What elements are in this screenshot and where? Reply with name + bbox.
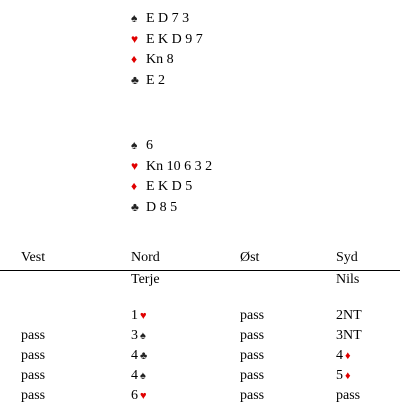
header-nord: Nord xyxy=(131,250,160,265)
bid-syd: 4♦ xyxy=(336,348,351,364)
auction-header: Vest Nord Øst Syd xyxy=(0,250,400,271)
bid-ost: pass xyxy=(240,308,265,323)
bid-syd: pass xyxy=(336,388,361,403)
bid-ost: pass xyxy=(240,368,265,383)
bid-level: 4 xyxy=(336,348,343,363)
north-hearts: ♥ E K D 9 7 xyxy=(131,29,203,50)
heart-icon: ♥ xyxy=(131,31,139,46)
bid-nord: 3♠ xyxy=(131,328,146,344)
spade-icon: ♠ xyxy=(140,330,146,342)
spade-icon: ♠ xyxy=(131,11,138,25)
north-diamonds: ♦ Kn 8 xyxy=(131,49,203,70)
diamond-icon: ♦ xyxy=(131,52,138,66)
north-spades: ♠ E D 7 3 xyxy=(131,8,203,29)
club-icon: ♣ xyxy=(140,350,148,362)
header-vest: Vest xyxy=(21,250,46,265)
bid-nord: 4♠ xyxy=(131,368,146,384)
south-diamonds: ♦ E K D 5 xyxy=(131,176,212,197)
south-spades: ♠6 xyxy=(131,135,212,156)
bid-round-2: pass 3♠ pass 3NT xyxy=(0,328,400,348)
north-hand: ♠ E D 7 3 ♥ E K D 9 7 ♦ Kn 8 ♣ E 2 xyxy=(131,8,203,90)
heart-icon: ♥ xyxy=(140,310,147,322)
bid-ost: pass xyxy=(240,328,265,343)
bid-ost: pass xyxy=(240,388,265,403)
south-clubs: ♣ D 8 5 xyxy=(131,197,212,218)
south-spades-cards: 6 xyxy=(146,138,153,153)
south-hearts-cards: Kn 10 6 3 2 xyxy=(146,158,213,174)
bid-level: 4 xyxy=(131,368,138,383)
north-spades-cards: E D 7 3 xyxy=(146,11,190,26)
bid-level: 5 xyxy=(336,368,343,383)
diamond-icon: ♦ xyxy=(345,350,351,362)
bid-vest: pass xyxy=(21,388,46,403)
club-icon: ♣ xyxy=(131,199,139,214)
bid-vest: pass xyxy=(21,368,46,383)
bid-level: 3 xyxy=(131,328,138,343)
bid-level: 4 xyxy=(131,348,138,363)
bid-syd: 2NT xyxy=(336,308,362,323)
bid-nord: 6♥ xyxy=(131,388,147,404)
bid-ost: pass xyxy=(240,348,265,363)
north-clubs: ♣ E 2 xyxy=(131,70,203,91)
bid-nord: 4♣ xyxy=(131,348,147,364)
bid-level: 6 xyxy=(131,388,138,403)
bid-vest: pass xyxy=(21,328,46,343)
spade-icon: ♠ xyxy=(140,370,146,382)
bid-nord: 1♥ xyxy=(131,308,147,324)
bid-syd: 5♦ xyxy=(336,368,351,384)
bid-syd: 3NT xyxy=(336,328,362,343)
heart-icon: ♥ xyxy=(131,158,139,173)
player-syd: Nils xyxy=(336,272,360,287)
header-syd: Syd xyxy=(336,250,358,265)
header-ost: Øst xyxy=(240,250,260,265)
bid-round-5: pass 6♥ pass pass xyxy=(0,388,400,408)
bid-round-1: 1♥ pass 2NT xyxy=(0,308,400,328)
south-diamonds-cards: E K D 5 xyxy=(146,179,193,194)
south-hearts: ♥ Kn 10 6 3 2 xyxy=(131,156,212,177)
heart-icon: ♥ xyxy=(140,390,147,402)
bid-level: 1 xyxy=(131,308,138,323)
player-nord: Terje xyxy=(131,272,160,287)
south-hand: ♠6 ♥Kn 10 6 3 2 ♦E K D 5 ♣D 8 5 xyxy=(131,135,212,217)
bid-vest: pass xyxy=(21,348,46,363)
club-icon: ♣ xyxy=(131,72,139,87)
north-clubs-cards: E 2 xyxy=(146,72,166,88)
north-diamonds-cards: Kn 8 xyxy=(146,52,174,67)
diamond-icon: ♦ xyxy=(345,370,351,382)
north-hearts-cards: E K D 9 7 xyxy=(146,31,203,47)
south-clubs-cards: D 8 5 xyxy=(146,199,178,215)
players-row: Terje Nils xyxy=(0,272,400,292)
bid-round-4: pass 4♠ pass 5♦ xyxy=(0,368,400,388)
spade-icon: ♠ xyxy=(131,138,138,152)
diamond-icon: ♦ xyxy=(131,179,138,193)
